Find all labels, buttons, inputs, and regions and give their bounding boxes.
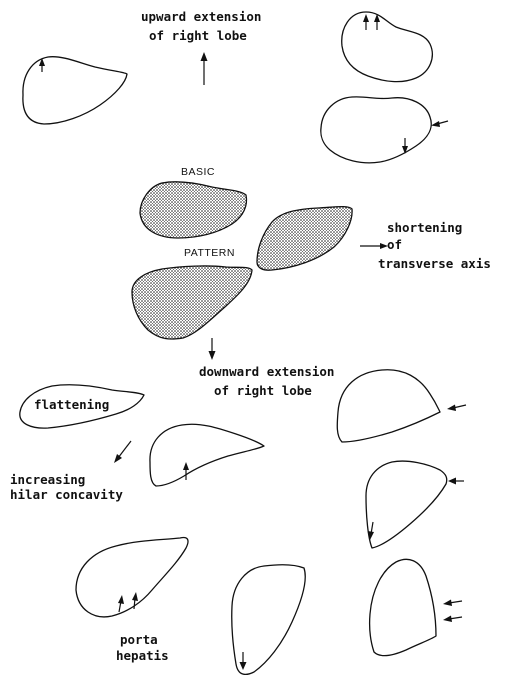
shortening-label-line3: transverse axis (378, 256, 491, 271)
basic-shape-left (140, 182, 246, 238)
bottom-right-left-arrow-icon-1 (443, 600, 462, 607)
pattern-label: PATTERN (184, 247, 235, 259)
hilar-concavity-label: increasing hilar concavity (10, 472, 123, 502)
basic-shape-bottom (132, 266, 252, 339)
shape-upper-right (321, 97, 431, 163)
shape-upward-right (342, 12, 433, 82)
basic-label: BASIC (181, 166, 215, 178)
double-up-arrow-icon (363, 14, 380, 30)
hilar-label-line2: hilar concavity (10, 487, 123, 502)
porta-hepatis-label: porta hepatis (116, 632, 169, 663)
shortening-label: shortening of transverse axis (378, 220, 491, 271)
right-mid-1-left-arrow-icon (447, 405, 466, 412)
hilar-label-line1: increasing (10, 472, 85, 487)
shape-bottom-right (370, 559, 436, 655)
shortening-label-line2: of (387, 237, 402, 252)
shortening-label-line1: shortening (387, 220, 462, 235)
hilar-up-arrow-icon (183, 462, 189, 480)
left-arrow-icon (431, 121, 448, 127)
porta-up-arrow-icon-1 (118, 595, 124, 612)
right-arrow-icon (360, 243, 388, 249)
diagonal-down-left-arrow-icon (114, 441, 131, 463)
shape-hilar (150, 424, 264, 486)
porta-label-line1: porta (120, 632, 158, 647)
shape-upward-left (23, 57, 127, 124)
upward-extension-label: upward extension of right lobe (141, 9, 261, 43)
bottom-right-left-arrow-icon-2 (443, 616, 462, 623)
shape-right-mid-2 (366, 461, 447, 548)
upward-label-line1: upward extension (141, 9, 261, 24)
downward-label-line1: downward extension (199, 364, 334, 379)
bottom-middle-down-arrow-icon (240, 652, 247, 670)
downward-label-line2: of right lobe (214, 383, 312, 398)
downward-direction-arrow (209, 338, 216, 360)
flattening-label: flattening (34, 397, 109, 412)
basic-shape-right (257, 207, 352, 271)
downward-extension-label: downward extension of right lobe (199, 364, 334, 398)
shape-porta (76, 537, 188, 616)
upward-direction-arrow (201, 52, 208, 85)
shape-right-mid-1 (337, 370, 440, 442)
upward-label-line2: of right lobe (149, 28, 247, 43)
right-mid-2-left-arrow-icon (448, 478, 464, 485)
porta-label-line2: hepatis (116, 648, 169, 663)
